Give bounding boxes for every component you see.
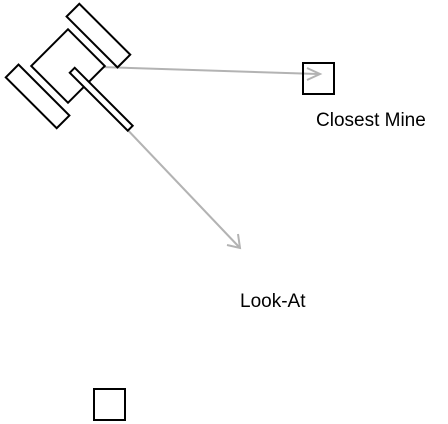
closest-mine-label: Closest Mine xyxy=(316,110,426,131)
closest-mine-arrowhead xyxy=(306,67,323,81)
tank-left-track xyxy=(65,2,132,69)
other-mine-square xyxy=(93,388,126,421)
closest-mine-square xyxy=(302,62,335,95)
look-at-arrowhead xyxy=(226,233,242,250)
look-at-arrow xyxy=(121,123,241,249)
look-at-label: Look-At xyxy=(240,291,306,312)
tank-barrel xyxy=(68,66,135,133)
closest-mine-arrow xyxy=(67,65,319,75)
vector-arrows xyxy=(67,65,323,250)
tank-icon xyxy=(4,2,135,133)
tank-right-track xyxy=(4,63,71,130)
